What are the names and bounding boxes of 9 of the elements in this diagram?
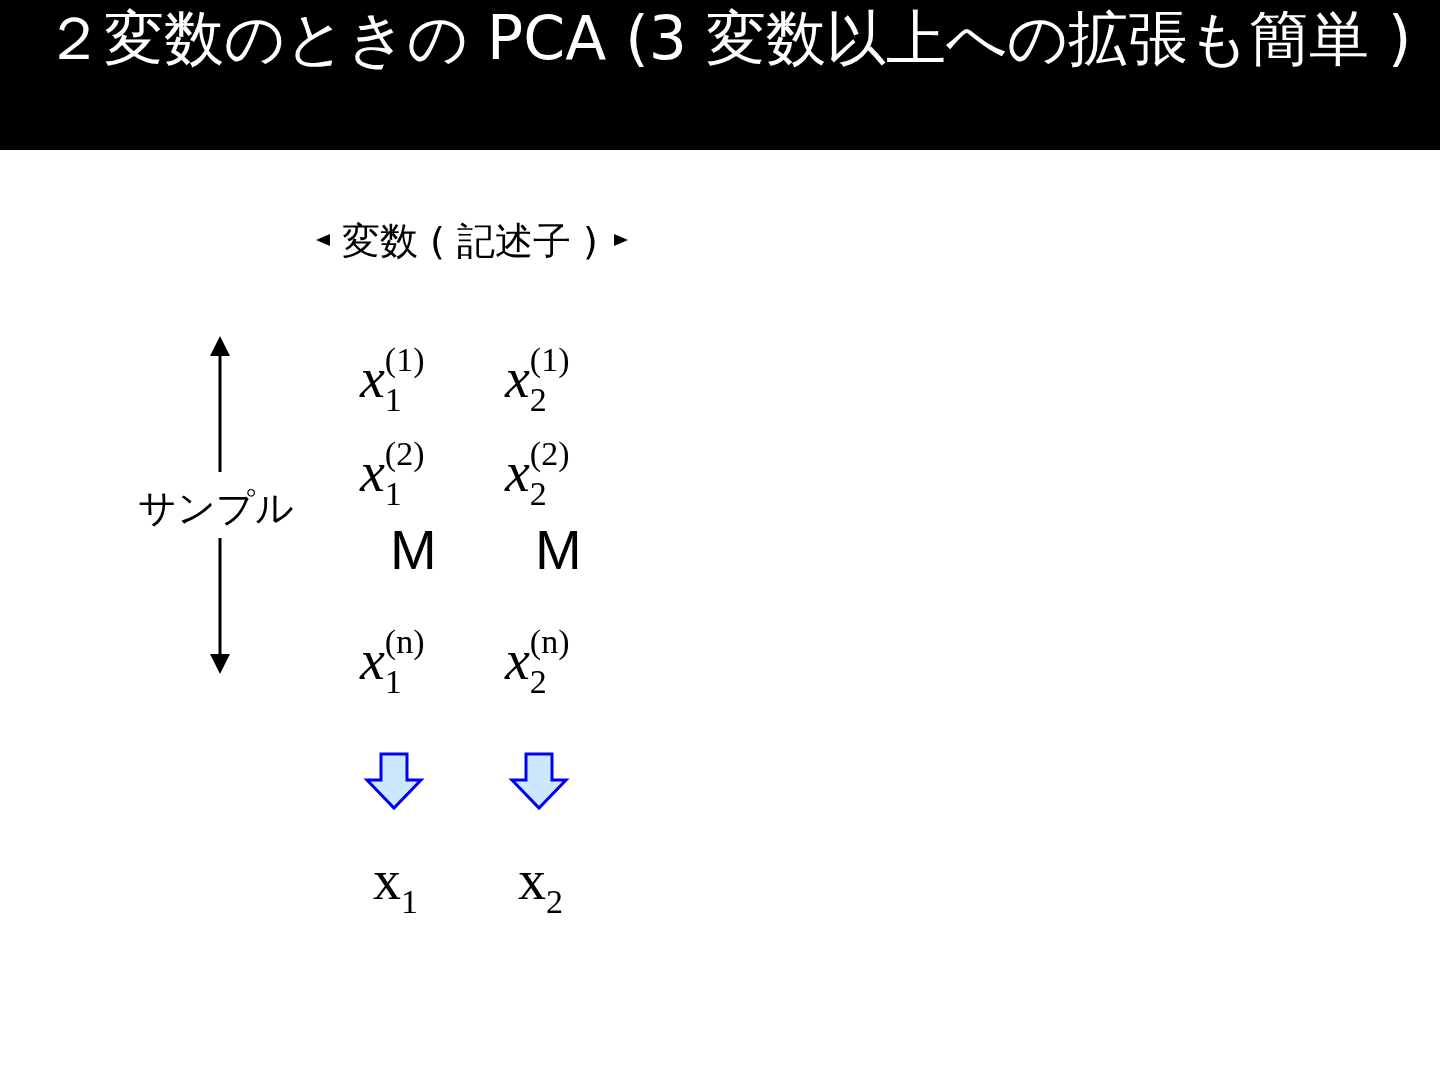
slide-title: ２変数のときの PCA (3 変数以上への拡張も簡単 ) <box>44 2 1413 74</box>
block-arrow <box>508 752 570 811</box>
ellipsis-symbol: M <box>534 520 583 580</box>
variable-label: x$_{1}$ <box>372 850 419 922</box>
block-arrow <box>363 752 425 811</box>
axis-label: サンプル <box>138 485 294 532</box>
ellipsis-symbol: M <box>389 520 438 580</box>
variable-label: x$_{2}$ <box>517 850 564 922</box>
header-label: 変数 ( 記述子 ) <box>342 218 598 265</box>
